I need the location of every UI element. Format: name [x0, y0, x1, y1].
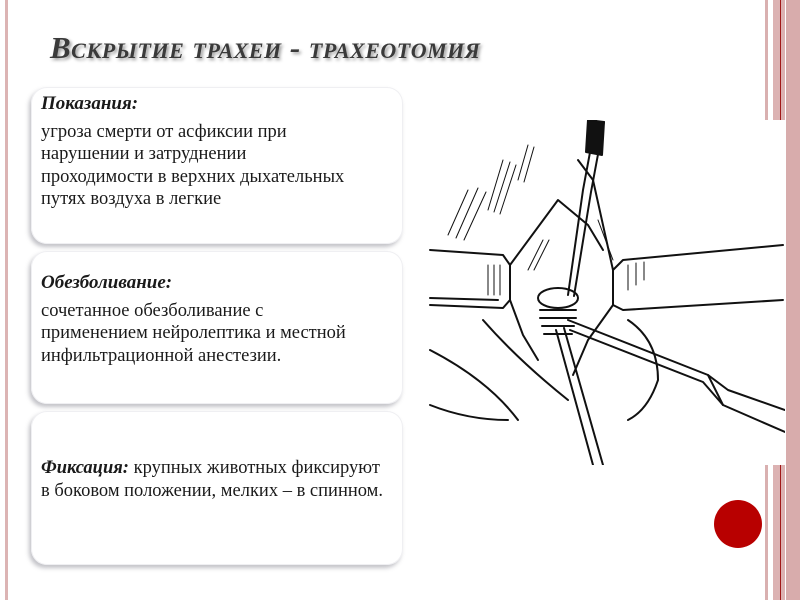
fixation-box: Фиксация: крупных животных фиксируют в б… [31, 411, 403, 565]
anesthesia-text: сочетанное обезболивание с применением н… [41, 300, 346, 366]
tracheotomy-illustration [428, 119, 786, 466]
indications-heading: Показания: [41, 93, 139, 114]
fixation-text: крупных животных фиксируют в боковом пол… [41, 458, 383, 501]
slide-title: Вскрытие трахеи - трахеотомия [50, 30, 481, 65]
left-frame-line [5, 0, 8, 600]
anesthesia-heading: Обезболивание: [41, 272, 173, 293]
indications-text: угроза смерти от асфиксии при нарушении … [41, 121, 345, 210]
tracheotomy-surgical-drawing-icon [429, 119, 786, 466]
indications-box: Показания: угроза смерти от асфиксии при… [31, 87, 403, 244]
red-circle-icon [714, 500, 762, 548]
anesthesia-box: Обезболивание: сочетанное обезболивание … [31, 251, 403, 404]
right-frame-band [786, 0, 800, 600]
fixation-heading: Фиксация: [41, 458, 129, 478]
